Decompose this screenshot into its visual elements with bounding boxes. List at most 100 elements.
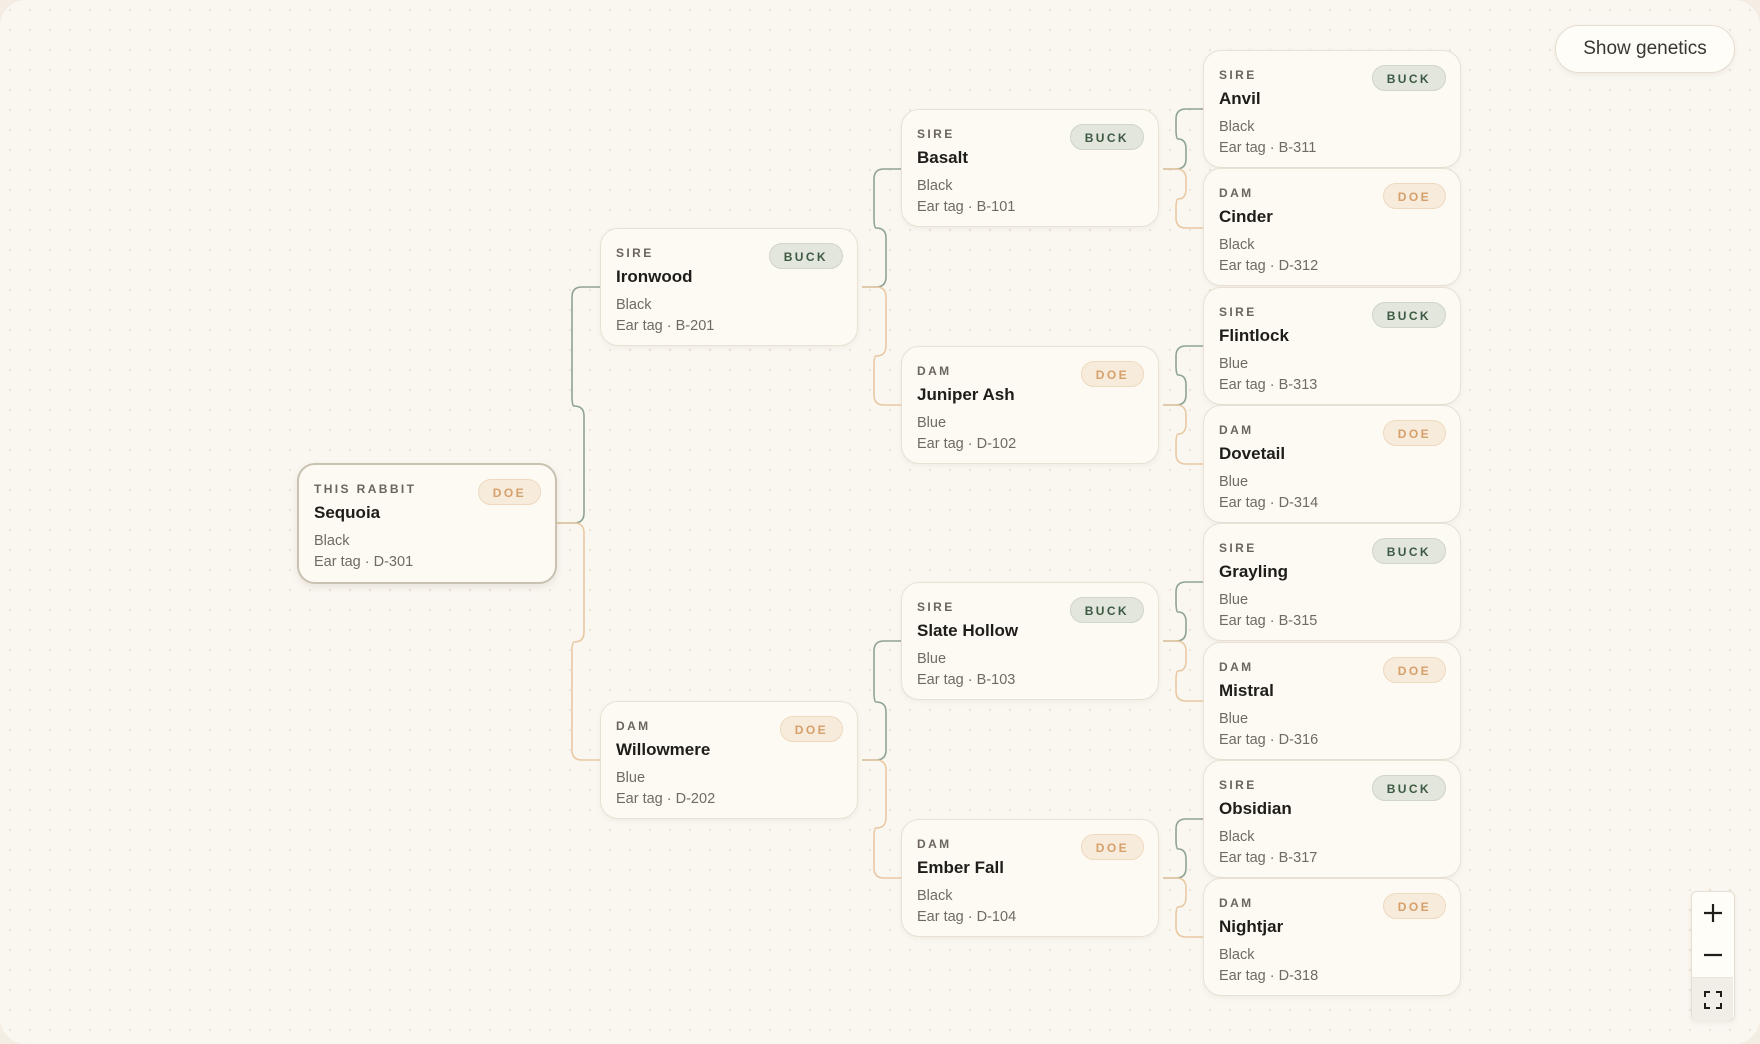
card-ear-tag: Ear tag · D-104 — [917, 909, 1017, 925]
card-role: DAM — [1219, 896, 1254, 910]
rabbit-card-ggp-8[interactable]: DAM Nightjar DOE Black Ear tag · D-318 — [1203, 878, 1461, 996]
fit-screen-icon — [1703, 990, 1722, 1009]
card-name: Dovetail — [1219, 444, 1286, 463]
card-role: DAM — [1219, 186, 1254, 200]
card-color: Black — [1219, 829, 1255, 845]
card-color: Black — [917, 178, 953, 194]
card-role: SIRE — [1219, 778, 1257, 792]
card-name: Ironwood — [616, 267, 693, 286]
card-role: DAM — [1219, 423, 1254, 437]
rabbit-card-ggp-6[interactable]: DAM Mistral DOE Blue Ear tag · D-316 — [1203, 642, 1461, 760]
card-color: Blue — [1219, 711, 1249, 727]
card-role: SIRE — [1219, 305, 1257, 319]
rabbit-card-dam-dam[interactable]: DAM Ember Fall DOE Black Ear tag · D-104 — [901, 819, 1159, 937]
fit-view-button[interactable] — [1692, 977, 1733, 1021]
rabbit-card-dam-sire[interactable]: SIRE Slate Hollow BUCK Blue Ear tag · B-… — [901, 582, 1159, 700]
card-ear-tag: Ear tag · D-314 — [1219, 495, 1319, 511]
connector-dam — [1163, 404, 1204, 465]
connector-sire — [556, 286, 600, 524]
plus-icon — [1703, 904, 1722, 922]
card-role: SIRE — [917, 600, 955, 614]
card-role: DAM — [616, 719, 651, 733]
card-name: Grayling — [1219, 562, 1288, 581]
card-role: SIRE — [917, 127, 955, 141]
card-name: Slate Hollow — [917, 621, 1019, 640]
card-color: Black — [616, 297, 652, 313]
card-ear-tag: Ear tag · D-202 — [616, 791, 716, 807]
connector-sire — [862, 168, 902, 288]
rabbit-card-subject[interactable]: THIS RABBIT Sequoia DOE Black Ear tag · … — [297, 463, 557, 584]
sex-badge: DOE — [1080, 361, 1144, 387]
card-name: Anvil — [1219, 89, 1261, 108]
zoom-out-button[interactable] — [1692, 934, 1733, 976]
show-genetics-button[interactable]: Show genetics — [1555, 25, 1735, 73]
sex-badge: DOE — [477, 479, 541, 505]
rabbit-card-ggp-7[interactable]: SIRE Obsidian BUCK Black Ear tag · B-317 — [1203, 760, 1461, 878]
card-name: Cinder — [1219, 207, 1273, 226]
sex-badge: DOE — [1382, 657, 1446, 683]
card-color: Black — [917, 888, 953, 904]
card-role: SIRE — [1219, 68, 1257, 82]
sex-badge: DOE — [1382, 420, 1446, 446]
sex-badge: DOE — [1080, 834, 1144, 860]
connector-sire — [1163, 818, 1204, 879]
sex-badge: BUCK — [1371, 538, 1446, 564]
card-color: Black — [314, 533, 350, 549]
card-ear-tag: Ear tag · B-201 — [616, 318, 715, 334]
card-color: Black — [1219, 237, 1255, 253]
zoom-in-button[interactable] — [1692, 892, 1733, 934]
sex-badge: DOE — [1382, 893, 1446, 919]
sex-badge: DOE — [779, 716, 843, 742]
connector-dam — [1163, 877, 1204, 938]
sex-badge: BUCK — [1371, 65, 1446, 91]
card-name: Juniper Ash — [917, 385, 1015, 404]
connector-sire — [1163, 345, 1204, 406]
card-name: Obsidian — [1219, 799, 1292, 818]
card-ear-tag: Ear tag · D-316 — [1219, 732, 1319, 748]
card-role: DAM — [917, 364, 952, 378]
card-color: Blue — [917, 651, 947, 667]
rabbit-card-ggp-4[interactable]: DAM Dovetail DOE Blue Ear tag · D-314 — [1203, 405, 1461, 523]
card-color: Blue — [1219, 592, 1249, 608]
rabbit-card-ggp-3[interactable]: SIRE Flintlock BUCK Blue Ear tag · B-313 — [1203, 287, 1461, 405]
rabbit-card-ggp-2[interactable]: DAM Cinder DOE Black Ear tag · D-312 — [1203, 168, 1461, 286]
sex-badge: BUCK — [1069, 597, 1144, 623]
card-color: Black — [1219, 947, 1255, 963]
card-ear-tag: Ear tag · B-101 — [917, 199, 1016, 215]
card-ear-tag: Ear tag · B-315 — [1219, 613, 1318, 629]
card-role: DAM — [1219, 660, 1254, 674]
rabbit-card-sire-sire[interactable]: SIRE Basalt BUCK Black Ear tag · B-101 — [901, 109, 1159, 227]
card-ear-tag: Ear tag · D-312 — [1219, 258, 1319, 274]
connector-sire — [1163, 108, 1204, 170]
sex-badge: BUCK — [1371, 775, 1446, 801]
connector-dam — [862, 286, 902, 406]
card-ear-tag: Ear tag · D-301 — [314, 554, 414, 570]
rabbit-card-sire-dam[interactable]: DAM Juniper Ash DOE Blue Ear tag · D-102 — [901, 346, 1159, 464]
rabbit-card-dam[interactable]: DAM Willowmere DOE Blue Ear tag · D-202 — [600, 701, 858, 819]
card-name: Sequoia — [314, 503, 381, 522]
connector-dam — [1163, 640, 1204, 702]
card-ear-tag: Ear tag · B-317 — [1219, 850, 1318, 866]
sex-badge: DOE — [1382, 183, 1446, 209]
card-color: Blue — [616, 770, 646, 786]
connector-sire — [1163, 581, 1204, 642]
card-role: SIRE — [616, 246, 654, 260]
card-name: Basalt — [917, 148, 969, 167]
connector-dam — [862, 759, 902, 879]
card-ear-tag: Ear tag · D-318 — [1219, 968, 1319, 984]
rabbit-card-ggp-1[interactable]: SIRE Anvil BUCK Black Ear tag · B-311 — [1203, 50, 1461, 168]
rabbit-card-sire[interactable]: SIRE Ironwood BUCK Black Ear tag · B-201 — [600, 228, 858, 346]
card-ear-tag: Ear tag · D-102 — [917, 436, 1017, 452]
card-ear-tag: Ear tag · B-311 — [1219, 140, 1317, 156]
card-role: THIS RABBIT — [314, 482, 417, 496]
sex-badge: BUCK — [768, 243, 843, 269]
card-role: DAM — [917, 837, 952, 851]
card-name: Nightjar — [1219, 917, 1284, 936]
card-name: Ember Fall — [917, 858, 1004, 877]
connector-sire — [862, 640, 902, 761]
card-role: SIRE — [1219, 541, 1257, 555]
sex-badge: BUCK — [1069, 124, 1144, 150]
rabbit-card-ggp-5[interactable]: SIRE Grayling BUCK Blue Ear tag · B-315 — [1203, 523, 1461, 641]
card-name: Flintlock — [1219, 326, 1289, 345]
